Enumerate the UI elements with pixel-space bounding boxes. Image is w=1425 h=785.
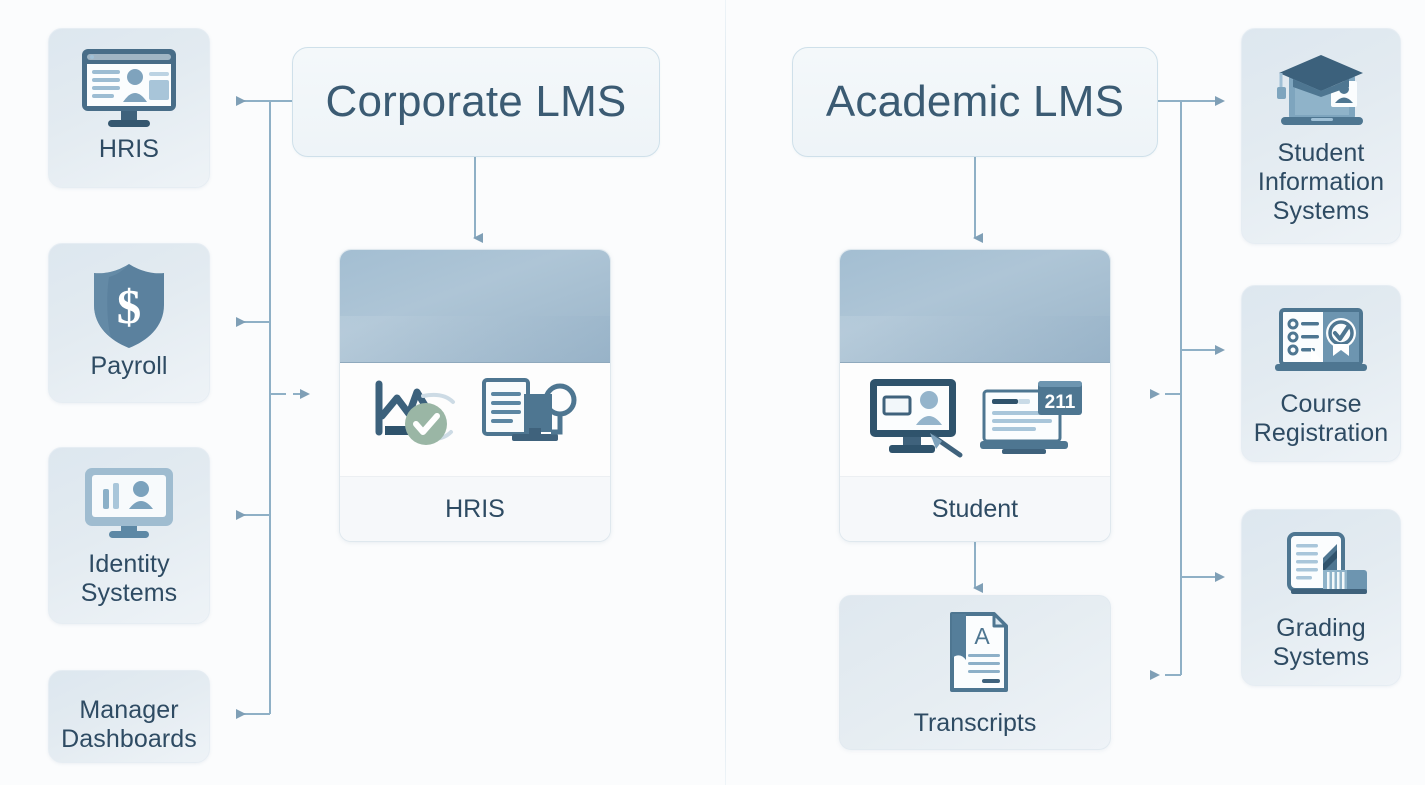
node-payroll-label: Payroll bbox=[90, 352, 168, 380]
hero-academic-lms[interactable]: Academic LMS bbox=[792, 47, 1158, 157]
laptop-badge-icon: 211 bbox=[980, 375, 1084, 464]
line-chart-check-icon bbox=[371, 376, 465, 463]
node-hris[interactable]: HRIS bbox=[48, 28, 210, 188]
panel-divider bbox=[725, 0, 726, 785]
card-hris-header-band bbox=[340, 250, 610, 363]
card-student-icon-area: 211 bbox=[840, 363, 1110, 476]
card-transcripts[interactable]: A Transcripts bbox=[839, 595, 1111, 750]
shield-dollar-icon: $ bbox=[49, 260, 209, 352]
node-student-information-systems[interactable]: Student Information Systems bbox=[1241, 28, 1401, 244]
card-transcripts-label: Transcripts bbox=[913, 708, 1037, 737]
card-hris-icon-area bbox=[340, 363, 610, 476]
node-grading-systems[interactable]: Grading Systems bbox=[1241, 509, 1401, 686]
node-identity-systems[interactable]: Identity Systems bbox=[48, 447, 210, 624]
node-payroll[interactable]: $ Payroll bbox=[48, 243, 210, 403]
graduation-laptop-icon bbox=[1242, 43, 1400, 139]
hero-corporate-lms-label: Corporate LMS bbox=[325, 77, 627, 126]
node-grading-systems-label: Grading Systems bbox=[1272, 614, 1370, 671]
checklist-laptop-icon bbox=[1242, 302, 1400, 390]
node-hris-label: HRIS bbox=[98, 135, 160, 163]
document-grade-a-icon: A bbox=[936, 610, 1014, 701]
card-hris-center[interactable]: HRIS bbox=[339, 249, 611, 542]
node-identity-systems-label: Identity Systems bbox=[80, 550, 178, 607]
svg-text:$: $ bbox=[117, 279, 142, 334]
card-student-label: Student bbox=[840, 476, 1110, 541]
node-manager-dashboards-label: Manager Dashboards bbox=[61, 695, 197, 753]
card-student-center[interactable]: 211 Student bbox=[839, 249, 1111, 542]
hero-corporate-lms[interactable]: Corporate LMS bbox=[292, 47, 660, 157]
node-student-information-systems-label: Student Information Systems bbox=[1257, 139, 1385, 225]
node-manager-dashboards[interactable]: Manager Dashboards bbox=[48, 670, 210, 763]
card-hris-label: HRIS bbox=[340, 476, 610, 541]
monitor-profile-icon bbox=[49, 43, 209, 135]
transcript-grade-text: A bbox=[974, 623, 990, 649]
card-student-header-band bbox=[840, 250, 1110, 363]
node-course-registration-label: Course Registration bbox=[1253, 390, 1389, 447]
document-monitor-icon bbox=[479, 376, 579, 463]
monitor-person-search-icon bbox=[866, 375, 970, 464]
report-chart-icon bbox=[1242, 526, 1400, 614]
monitor-bars-person-icon bbox=[49, 462, 209, 550]
node-course-registration[interactable]: Course Registration bbox=[1241, 285, 1401, 462]
laptop-badge-text: 211 bbox=[1045, 392, 1076, 413]
hero-academic-lms-label: Academic LMS bbox=[825, 77, 1125, 126]
